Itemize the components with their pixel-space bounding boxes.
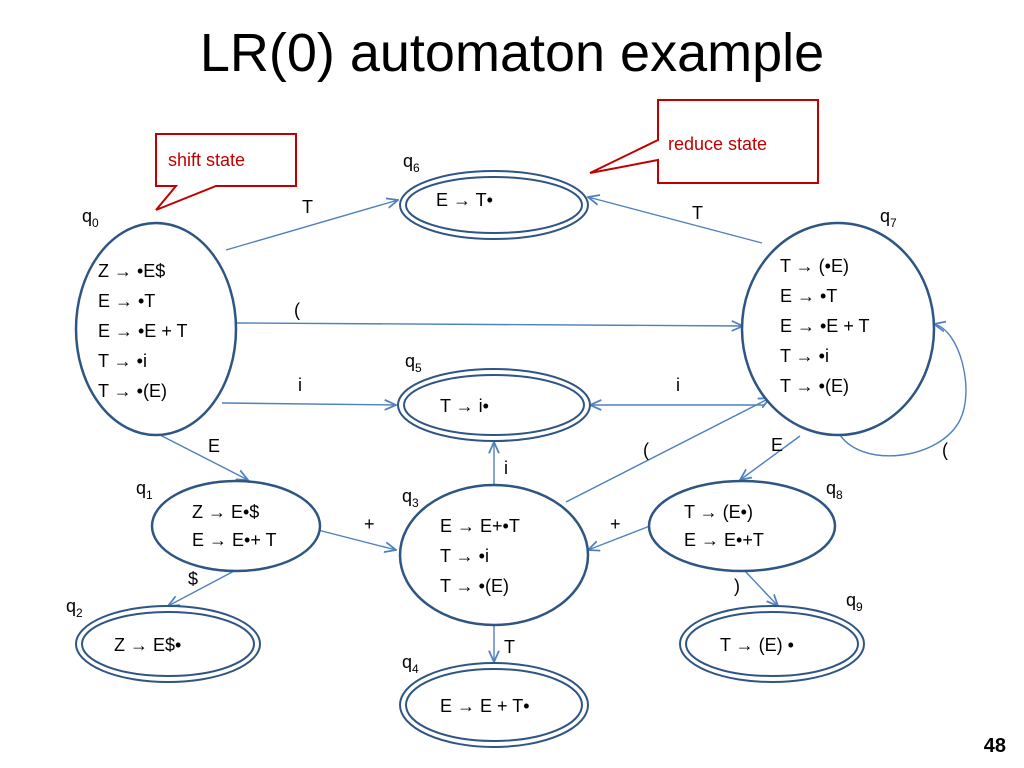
state-label-q5: q5 bbox=[405, 351, 422, 375]
edge-q3-q7 bbox=[565, 398, 770, 503]
state-item: Z → E•$ bbox=[192, 502, 259, 522]
state-item: E → T• bbox=[436, 190, 493, 210]
page-number: 48 bbox=[983, 735, 1006, 757]
state-q4: q4 E → E + T• bbox=[399, 652, 589, 748]
state-q0: q0 Z → •E$ E → •T E → •E + T T → •i T → … bbox=[74, 206, 238, 437]
edge-label-q0-q6: T bbox=[302, 197, 313, 217]
slide-title: LR(0) automaton example bbox=[199, 23, 825, 83]
state-item: Z → E$• bbox=[114, 635, 181, 655]
state-label-q2: q2 bbox=[66, 596, 83, 620]
edge-label-q0-q7: ( bbox=[294, 300, 300, 320]
state-item: T → •i bbox=[440, 546, 489, 566]
edge-q0-q7 bbox=[235, 323, 743, 326]
state-q5: q5 T → i• bbox=[397, 351, 591, 442]
state-item: T → (•E) bbox=[780, 256, 849, 276]
edge-q8-q9 bbox=[743, 569, 778, 606]
edge-label-q3-q7: ( bbox=[643, 440, 649, 460]
state-item: E → •E + T bbox=[98, 321, 188, 341]
state-label-q0: q0 bbox=[82, 206, 99, 230]
state-label-q9: q9 bbox=[846, 590, 863, 614]
state-item: T → •(E) bbox=[440, 576, 509, 596]
state-item: E → •T bbox=[98, 291, 155, 311]
state-label-q6: q6 bbox=[403, 151, 420, 175]
edge-label-q1-q2: $ bbox=[188, 569, 198, 589]
edge-q0-q6 bbox=[225, 200, 398, 251]
state-q6: q6 E → T• bbox=[399, 151, 589, 240]
state-label-q1: q1 bbox=[136, 478, 153, 502]
edge-label-q1-q3: + bbox=[364, 514, 375, 534]
state-item: T → i• bbox=[440, 396, 489, 416]
state-label-q4: q4 bbox=[402, 652, 419, 676]
state-q3: q3 E → E+•T T → •i T → •(E) bbox=[398, 483, 590, 627]
callout-shift-state: shift state bbox=[155, 133, 297, 211]
state-q9: q9 T → (E) • bbox=[679, 590, 865, 683]
callout-reduce-state: reduce state bbox=[589, 99, 819, 184]
edge-q1-q3 bbox=[313, 528, 396, 550]
edge-label-q7-q8: E bbox=[771, 435, 783, 455]
edge-label-q8-q9: ) bbox=[734, 576, 740, 596]
state-q7: q7 T → (•E) E → •T E → •E + T T → •i T →… bbox=[740, 206, 936, 437]
edge-label-q0-q1: E bbox=[208, 436, 220, 456]
edge-label-q8-q3: + bbox=[610, 514, 621, 534]
edge-label-q7-q7: ( bbox=[942, 440, 948, 460]
edge-q0-q5 bbox=[221, 403, 396, 405]
edges bbox=[159, 197, 967, 662]
edge-q0-q1 bbox=[159, 434, 248, 480]
state-item: T → •i bbox=[780, 346, 829, 366]
state-item: T → (E•) bbox=[684, 502, 753, 522]
edge-q1-q2 bbox=[168, 569, 237, 606]
state-item: E → •E + T bbox=[780, 316, 870, 336]
edge-q7-q7 bbox=[837, 324, 967, 457]
state-item: E → E•+ T bbox=[192, 530, 277, 550]
state-item: E → •T bbox=[780, 286, 837, 306]
edge-q7-q8 bbox=[740, 435, 801, 480]
state-q2: q2 Z → E$• bbox=[66, 596, 261, 683]
edge-label-q7-q6: T bbox=[692, 203, 703, 223]
edge-label-q7-q5: i bbox=[676, 375, 680, 395]
edge-label-q0-q5: i bbox=[298, 375, 302, 395]
state-q1: q1 Z → E•$ E → E•+ T bbox=[136, 478, 322, 573]
state-label-q3: q3 bbox=[402, 486, 419, 510]
state-q8: q8 T → (E•) E → E•+T bbox=[647, 478, 843, 573]
state-item: Z → •E$ bbox=[98, 261, 165, 281]
edge-label-q3-q5: i bbox=[504, 458, 508, 478]
edge-q8-q3 bbox=[588, 525, 651, 550]
edge-label-q3-q4: T bbox=[504, 637, 515, 657]
state-item: T → •(E) bbox=[780, 376, 849, 396]
edge-labels: T T ( i i E i ( E ( + + $ ) T bbox=[188, 197, 948, 657]
state-item: E → E•+T bbox=[684, 530, 764, 550]
state-label-q7: q7 bbox=[880, 206, 897, 230]
state-item: T → •i bbox=[98, 351, 147, 371]
state-label-q8: q8 bbox=[826, 478, 843, 502]
state-item: T → •(E) bbox=[98, 381, 167, 401]
state-item: T → (E) • bbox=[720, 635, 794, 655]
state-item: E → E + T• bbox=[440, 696, 530, 716]
state-item: E → E+•T bbox=[440, 516, 520, 536]
edge-q7-q6 bbox=[588, 197, 763, 244]
callout-reduce-text: reduce state bbox=[668, 134, 767, 154]
callout-shift-text: shift state bbox=[168, 150, 245, 170]
